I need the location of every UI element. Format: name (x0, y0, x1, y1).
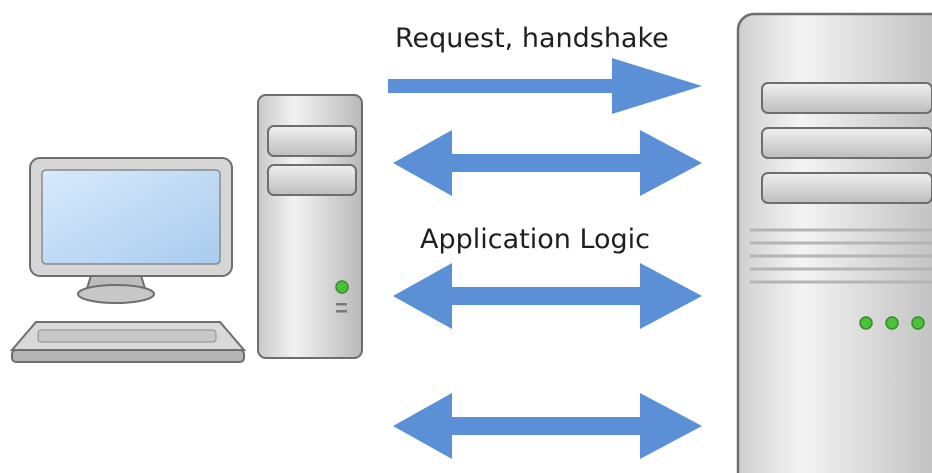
keyboard-icon (9, 321, 247, 363)
server-led-1 (859, 316, 873, 330)
request-handshake-label: Request, handshake (395, 23, 669, 54)
bidirectional-arrow-2 (393, 263, 702, 329)
request-arrow (388, 58, 702, 114)
bidirectional-arrow-1 (393, 130, 702, 196)
application-logic-label: Application Logic (420, 224, 651, 255)
server-icon (736, 12, 932, 473)
desktop-tower-icon (257, 94, 363, 359)
desktop-monitor-icon (29, 157, 233, 304)
server-led-2 (885, 316, 899, 330)
server-vent-lines (750, 228, 932, 284)
bidirectional-arrow-3 (393, 393, 702, 459)
server-led-3 (911, 316, 925, 330)
